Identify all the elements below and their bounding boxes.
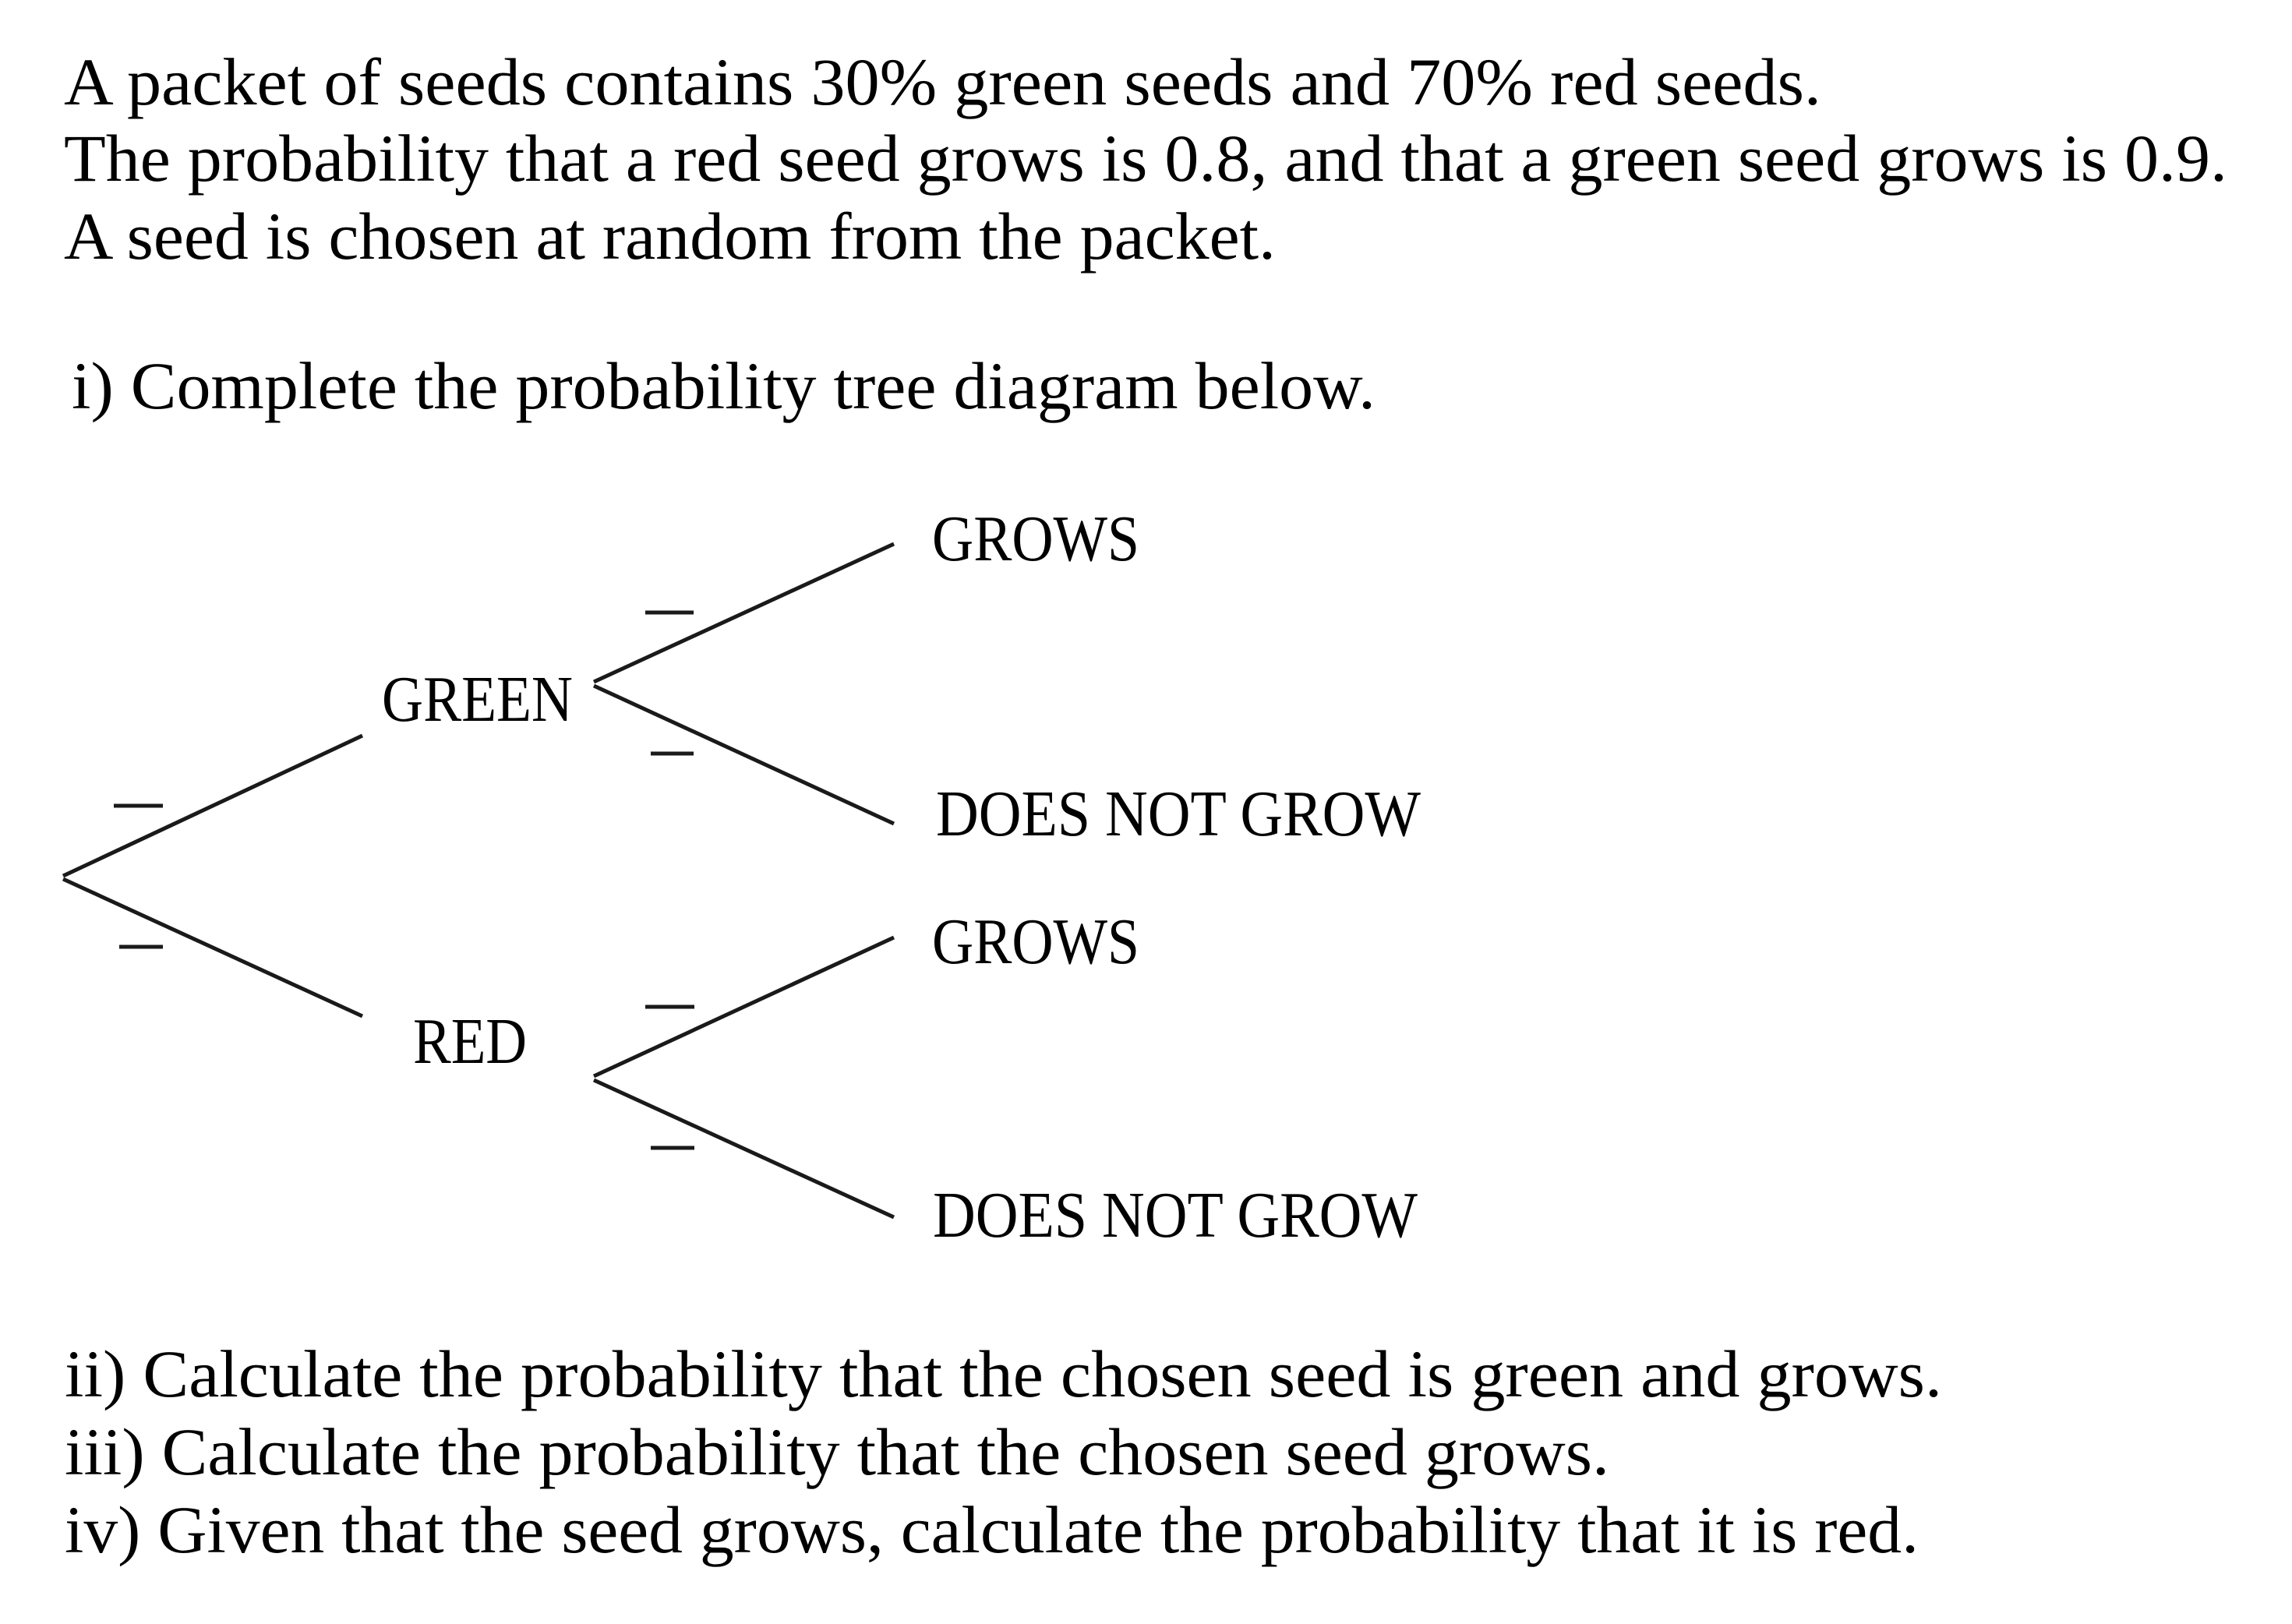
outcome-green-grows: GROWS: [932, 503, 1139, 575]
branch-root-to-green: [62, 733, 364, 878]
follow-up-questions: ii) Calculate the probability that the c…: [65, 1336, 1942, 1567]
intro-line-3: A seed is chosen at random from the pack…: [64, 199, 1276, 274]
branch-red-to-grows: [592, 935, 895, 1079]
branch-red-to-does-not-grow: [592, 1078, 895, 1220]
problem-statement: A packet of seeds contains 30% green see…: [64, 44, 2227, 274]
intro-line-1: A packet of seeds contains 30% green see…: [64, 44, 1821, 119]
node-green: GREEN: [382, 663, 573, 736]
intro-line-2: The probability that a red seed grows is…: [64, 121, 2227, 196]
question-part-iii: iii) Calculate the probability that the …: [65, 1414, 1609, 1489]
question-part-iv: iv) Given that the seed grows, calculate…: [65, 1492, 1919, 1567]
branch-green-to-does-not-grow: [592, 683, 895, 826]
outcome-red-does-not-grow: DOES NOT GROW: [933, 1179, 1418, 1252]
branch-root-to-red: [62, 877, 364, 1019]
question-part-i: i) Complete the probability tree diagram…: [72, 348, 1376, 423]
branch-green-to-grows: [592, 542, 895, 684]
node-red: RED: [413, 1005, 527, 1078]
outcome-red-grows: GROWS: [932, 906, 1139, 978]
question-part-ii: ii) Calculate the probability that the c…: [65, 1336, 1942, 1411]
probability-tree: GREEN RED GROWS DOES NOT GROW GROWS DOES…: [62, 503, 1421, 1252]
outcome-green-does-not-grow: DOES NOT GROW: [936, 778, 1421, 850]
